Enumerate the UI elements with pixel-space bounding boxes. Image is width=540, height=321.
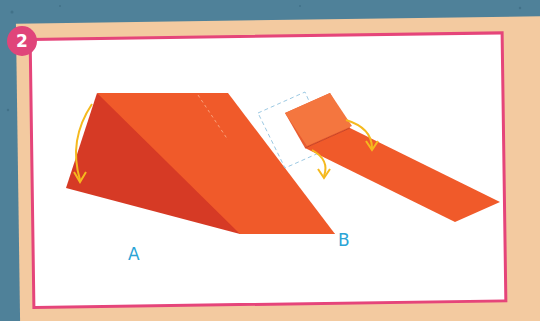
figure-letter: A bbox=[128, 244, 140, 264]
paper-card bbox=[16, 16, 540, 321]
step-badge: 2 bbox=[7, 26, 37, 56]
figure-letter: B bbox=[338, 230, 350, 250]
fold-b bbox=[258, 92, 500, 222]
step-number: 2 bbox=[16, 31, 28, 51]
